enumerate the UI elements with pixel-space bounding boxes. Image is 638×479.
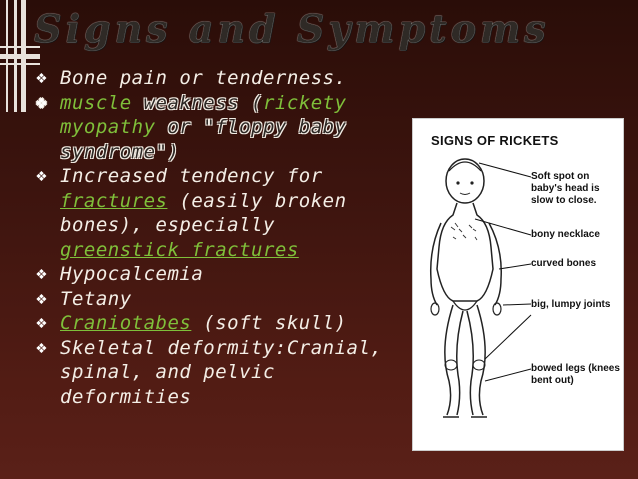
slide-title: Signs and Symptoms — [34, 6, 550, 51]
bullet-b2: ❖ muscle weakness (rickety myopathy or "f… — [36, 91, 406, 165]
rickets-figure: SIGNS OF RICKETS Soft spot on baby's hea… — [412, 118, 624, 451]
label-lumpy-joints: big, lumpy joints — [531, 299, 611, 310]
diamond-bullet-icon: ❖ — [36, 165, 48, 186]
decorative-grid — [0, 0, 40, 120]
link-text[interactable]: greenstick fractures — [60, 238, 299, 261]
bullet-text: or "floppy baby syndrome") — [60, 116, 347, 163]
bullet-b6: ❖ Craniotabes (soft skull) — [36, 311, 406, 336]
bullet-text: (soft skull) — [191, 312, 347, 334]
bullet-text: Bone pain or tenderness. — [60, 67, 347, 89]
diamond-bullet-icon: ❖ — [36, 287, 48, 309]
label-bony-necklace: bony necklace — [531, 229, 600, 240]
bullet-b4: ❖ Hypocalcemia — [36, 262, 406, 287]
link-text[interactable]: rickety myopathy — [60, 91, 347, 139]
bullet-text: weakness ( — [131, 91, 263, 114]
bullet-text: (easily broken bones), especially — [60, 189, 347, 237]
bullet-text: Hypocalcemia — [60, 263, 204, 285]
bullet-b7: ❖ Skeletal deformity:Cranial, spinal, and… — [36, 336, 406, 410]
label-bowed-legs: bowed legs (knees bent out) — [531, 363, 620, 386]
diamond-bullet-icon: ❖ — [36, 312, 48, 333]
figure-title: SIGNS OF RICKETS — [431, 133, 559, 148]
link-text[interactable]: muscle — [60, 91, 132, 114]
link-text[interactable]: Craniotabes — [60, 312, 192, 334]
link-text[interactable]: fractures — [60, 189, 168, 212]
label-curved-bones: curved bones — [531, 258, 597, 269]
diamond-bullet-icon: ❖ — [36, 263, 48, 284]
bullet-text: Skeletal deformity:Cranial, spinal, and … — [60, 336, 383, 408]
diamond-bullet-icon: ❖ — [36, 91, 48, 113]
diamond-bullet-icon: ❖ — [36, 67, 48, 88]
diamond-bullet-icon: ❖ — [36, 336, 48, 358]
label-soft-spot: Soft spot on baby's head is slow to clos… — [531, 171, 600, 206]
bullet-b1: ❖ Bone pain or tenderness. — [36, 66, 406, 91]
child-illustration — [429, 158, 532, 418]
bullet-b5: ❖ Tetany — [36, 287, 406, 312]
bullet-text: Increased tendency for — [60, 165, 323, 187]
bullet-list: ❖ Bone pain or tenderness. ❖ muscle weaknes… — [36, 66, 406, 409]
bullet-text: Tetany — [60, 287, 132, 310]
bullet-b3: ❖ Increased tendency for fractures (easil… — [36, 164, 406, 262]
